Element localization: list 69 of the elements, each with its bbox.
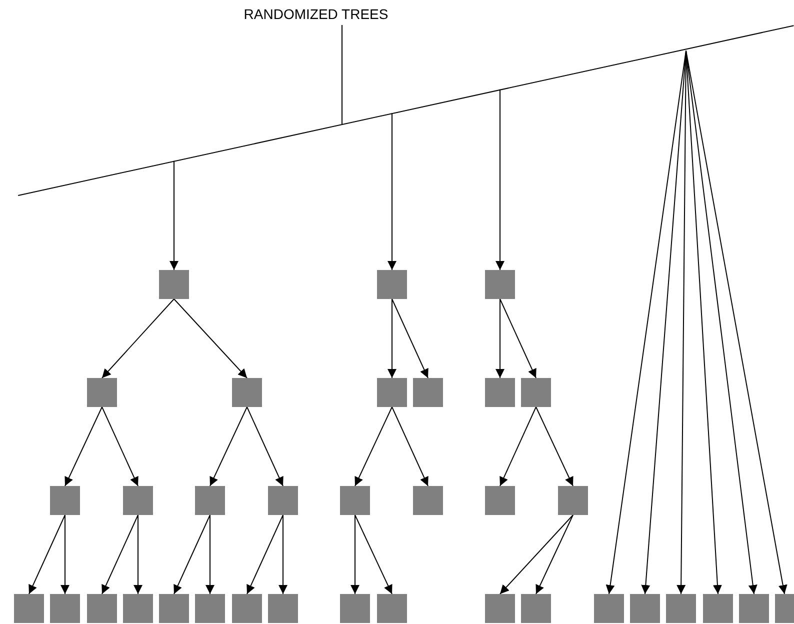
arrow	[606, 50, 686, 594]
arrow	[500, 298, 536, 378]
arrow	[210, 406, 248, 486]
arrow	[354, 514, 392, 594]
tree-node	[159, 594, 189, 623]
tree-node	[87, 594, 117, 623]
arrow	[388, 298, 396, 378]
arrow	[60, 514, 70, 594]
heading-label: RANDOMIZED TREES	[242, 5, 390, 23]
tree-node	[630, 594, 660, 623]
tree-node	[558, 486, 588, 515]
arrow	[170, 160, 178, 270]
arrow	[686, 50, 758, 594]
arrow	[350, 514, 360, 594]
tree-node	[703, 594, 733, 623]
arrow	[388, 112, 396, 270]
tree-node	[195, 486, 225, 515]
arrow	[64, 406, 102, 486]
tree-node	[232, 378, 262, 407]
tree-node	[666, 594, 696, 623]
arrow	[500, 406, 536, 486]
tree-node	[521, 378, 551, 407]
tree-node	[50, 594, 80, 623]
arrow	[246, 406, 284, 486]
arrow	[536, 514, 574, 594]
tree-node	[485, 486, 515, 515]
arrow	[102, 298, 174, 378]
tree-node	[521, 594, 551, 623]
tree-node	[268, 594, 298, 623]
arrow	[102, 406, 138, 486]
tree-node	[485, 270, 515, 299]
tree-node	[485, 378, 515, 407]
arrow	[500, 514, 574, 594]
tree-node	[50, 486, 80, 515]
tree-node	[14, 594, 44, 623]
arrow	[496, 88, 504, 270]
tree-node	[195, 594, 225, 623]
arrow	[174, 298, 248, 378]
tree-node	[485, 594, 515, 623]
tree-node	[377, 378, 407, 407]
arrow	[174, 514, 210, 594]
tree-node	[123, 594, 153, 623]
arrow	[686, 50, 722, 594]
arrow	[686, 50, 788, 594]
tree-node	[413, 378, 443, 407]
tree-node	[159, 270, 189, 299]
tree-node	[739, 594, 769, 623]
arrow	[536, 406, 574, 486]
tree-node	[268, 486, 298, 515]
tree-node	[377, 270, 407, 299]
arrow	[392, 406, 428, 486]
tree-node	[775, 594, 794, 623]
tree-node	[413, 486, 443, 515]
tree-node	[340, 486, 370, 515]
tree-node	[123, 486, 153, 515]
arrow	[354, 406, 392, 486]
tree-node	[340, 594, 370, 623]
arrow	[102, 514, 138, 594]
arrow	[392, 298, 428, 378]
arrow	[496, 298, 504, 378]
tree-node	[594, 594, 624, 623]
arrow	[28, 514, 66, 594]
arrow	[278, 514, 288, 594]
tree-node	[377, 594, 407, 623]
tree-node	[232, 594, 262, 623]
tree-node	[87, 378, 117, 407]
arrow	[246, 514, 284, 594]
arrow	[134, 514, 142, 594]
arrow	[206, 514, 214, 594]
